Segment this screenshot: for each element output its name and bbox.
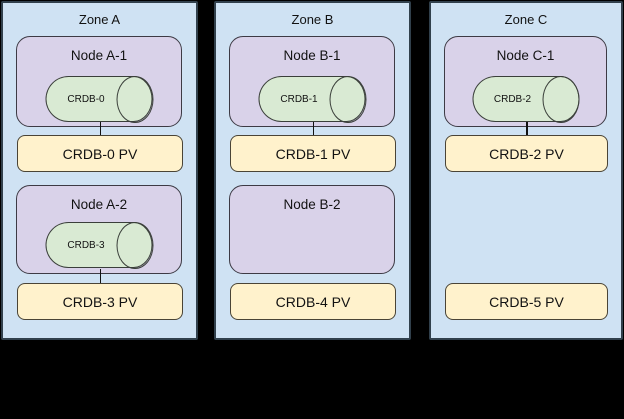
node-a-2-box: Node A-2 CRDB-3 (16, 185, 182, 274)
node-c-1-box: Node C-1 CRDB-2 (444, 36, 607, 127)
disk-crdb-1-label: CRDB-1 (280, 93, 318, 105)
disk-cylinder-crdb-2: CRDB-2 (472, 75, 580, 123)
pv-crdb-4-label: CRDB-4 PV (275, 293, 351, 310)
connector-line (526, 122, 528, 136)
zone-b-panel: Zone B Node B-1 CRDB-1 CRDB-1 PV Node B-… (214, 1, 411, 340)
disk-cylinder-crdb-1: CRDB-1 (258, 75, 366, 123)
connector-line (99, 122, 101, 136)
pv-crdb-3-box: CRDB-3 PV (17, 283, 183, 320)
zone-c-label: Zone C (504, 12, 548, 27)
node-b-1-box: Node B-1 CRDB-1 (229, 36, 395, 127)
zone-c-panel: Zone C Node C-1 CRDB-2 CRDB-2 PV CRDB-5 … (429, 1, 623, 340)
pv-crdb-1-box: CRDB-1 PV (230, 135, 396, 172)
pv-crdb-0-box: CRDB-0 PV (17, 135, 183, 172)
disk-crdb-3-label: CRDB-3 (67, 239, 105, 251)
pv-crdb-5-box: CRDB-5 PV (445, 283, 608, 320)
pv-crdb-1-label: CRDB-1 PV (275, 145, 351, 162)
node-a-1-label: Node A-1 (70, 48, 128, 63)
node-a-1-box: Node A-1 CRDB-0 (16, 36, 182, 127)
node-b-2-label: Node B-2 (283, 197, 341, 212)
disk-cylinder-crdb-3: CRDB-3 (45, 221, 153, 269)
zone-b-label: Zone B (291, 12, 334, 27)
pv-crdb-4-box: CRDB-4 PV (230, 283, 396, 320)
pv-crdb-0-label: CRDB-0 PV (62, 145, 138, 162)
node-c-1-label: Node C-1 (496, 48, 555, 63)
disk-cylinder-crdb-0: CRDB-0 (45, 75, 153, 123)
connector-line (99, 269, 101, 284)
node-a-2-label: Node A-2 (70, 197, 128, 212)
connector-line (312, 122, 314, 136)
pv-crdb-3-label: CRDB-3 PV (62, 293, 138, 310)
disk-crdb-2-label: CRDB-2 (493, 93, 532, 105)
zone-a-panel: Zone A Node A-1 CRDB-0 CRDB-0 PV Node A-… (1, 1, 198, 340)
pv-crdb-5-label: CRDB-5 PV (489, 293, 564, 310)
node-b-2-box: Node B-2 (229, 185, 395, 274)
pv-crdb-2-box: CRDB-2 PV (445, 135, 608, 172)
disk-crdb-0-label: CRDB-0 (67, 93, 105, 105)
node-b-1-label: Node B-1 (283, 48, 341, 63)
pv-crdb-2-label: CRDB-2 PV (489, 145, 564, 162)
zone-a-label: Zone A (78, 12, 121, 27)
